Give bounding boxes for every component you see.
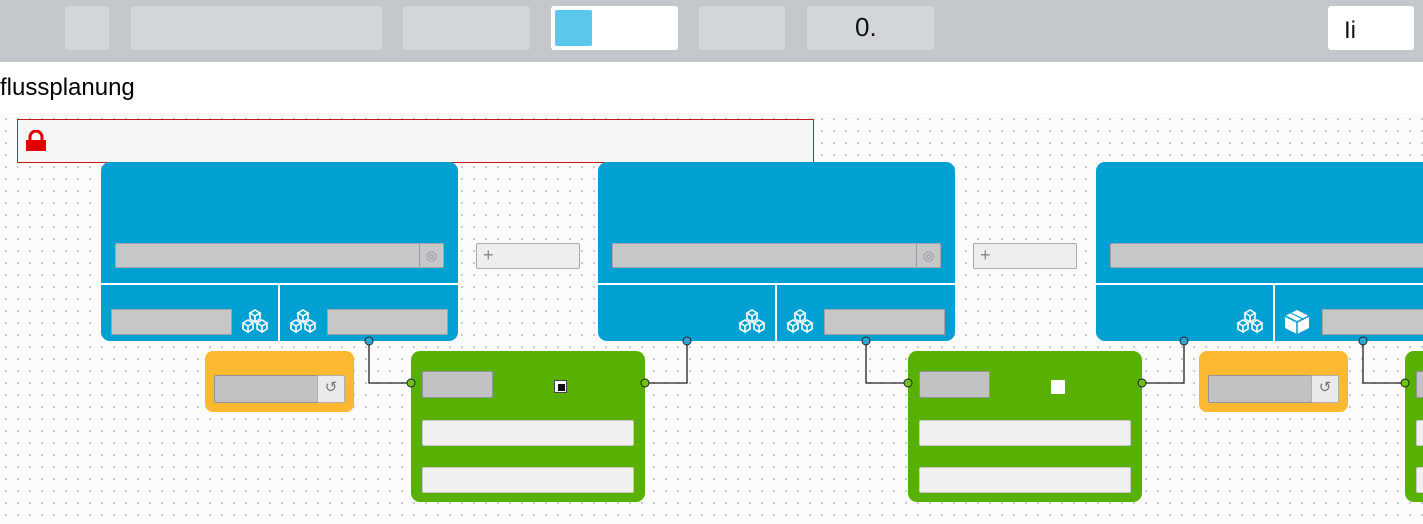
toolbar-button[interactable] bbox=[403, 6, 530, 50]
undo-node[interactable]: ↺ bbox=[205, 351, 354, 412]
step-select[interactable] bbox=[1110, 243, 1423, 268]
toolbar-input[interactable] bbox=[131, 6, 382, 50]
condition-node[interactable] bbox=[908, 351, 1142, 502]
modules-icon[interactable] bbox=[737, 308, 767, 336]
target-icon[interactable]: ◎ bbox=[916, 244, 940, 267]
toolbar-button[interactable] bbox=[699, 6, 785, 50]
condition-checkbox[interactable] bbox=[1051, 380, 1065, 394]
modules-icon[interactable] bbox=[785, 308, 815, 336]
undo-node[interactable]: ↺ bbox=[1199, 351, 1348, 412]
undo-input[interactable] bbox=[214, 375, 318, 403]
step-input[interactable] bbox=[824, 309, 945, 335]
card-divider bbox=[1273, 283, 1275, 341]
condition-field[interactable] bbox=[422, 420, 634, 446]
undo-input[interactable] bbox=[1208, 375, 1312, 403]
step-input[interactable] bbox=[327, 309, 448, 335]
lock-bar bbox=[17, 119, 814, 163]
step-select[interactable]: ◎ bbox=[115, 243, 444, 268]
undo-icon[interactable]: ↺ bbox=[1311, 375, 1339, 403]
modules-icon[interactable] bbox=[240, 308, 270, 336]
modules-icon[interactable] bbox=[1235, 308, 1265, 336]
undo-icon[interactable]: ↺ bbox=[317, 375, 345, 403]
card-divider bbox=[1096, 283, 1423, 285]
add-step-button[interactable]: + bbox=[973, 243, 1077, 269]
condition-node[interactable] bbox=[411, 351, 645, 502]
condition-input[interactable] bbox=[422, 371, 493, 398]
card-divider bbox=[775, 283, 777, 341]
condition-field[interactable] bbox=[1416, 467, 1423, 493]
page-title: flussplanung bbox=[0, 74, 135, 101]
condition-field[interactable] bbox=[422, 467, 634, 493]
step-input[interactable] bbox=[1322, 309, 1423, 335]
toolbar-button[interactable] bbox=[65, 6, 109, 50]
user-label: Ii bbox=[1344, 17, 1356, 44]
condition-node[interactable] bbox=[1405, 351, 1423, 502]
modules-icon[interactable] bbox=[288, 308, 318, 336]
condition-input[interactable] bbox=[1416, 371, 1423, 398]
target-icon[interactable]: ◎ bbox=[419, 244, 443, 267]
condition-field[interactable] bbox=[919, 467, 1131, 493]
add-step-button[interactable]: + bbox=[476, 243, 580, 269]
step-card[interactable]: ◎ bbox=[101, 162, 458, 341]
toolbar-toggle[interactable] bbox=[551, 6, 678, 50]
step-input[interactable] bbox=[111, 309, 232, 335]
toolbar-zoom[interactable]: 0. bbox=[807, 6, 934, 50]
condition-checkbox[interactable] bbox=[554, 380, 567, 393]
box-icon[interactable] bbox=[1283, 308, 1311, 336]
step-card[interactable]: ◎ bbox=[598, 162, 955, 341]
step-select[interactable]: ◎ bbox=[612, 243, 941, 268]
condition-input[interactable] bbox=[919, 371, 990, 398]
toggle-indicator bbox=[555, 10, 592, 46]
card-divider bbox=[278, 283, 280, 341]
condition-field[interactable] bbox=[919, 420, 1131, 446]
condition-field[interactable] bbox=[1416, 420, 1423, 446]
toolbar-user-button[interactable]: Ii bbox=[1328, 6, 1414, 50]
step-card[interactable] bbox=[1096, 162, 1423, 341]
lock-icon[interactable] bbox=[25, 130, 47, 152]
top-toolbar: 0. Ii bbox=[0, 0, 1423, 62]
zoom-value: 0. bbox=[855, 12, 877, 42]
